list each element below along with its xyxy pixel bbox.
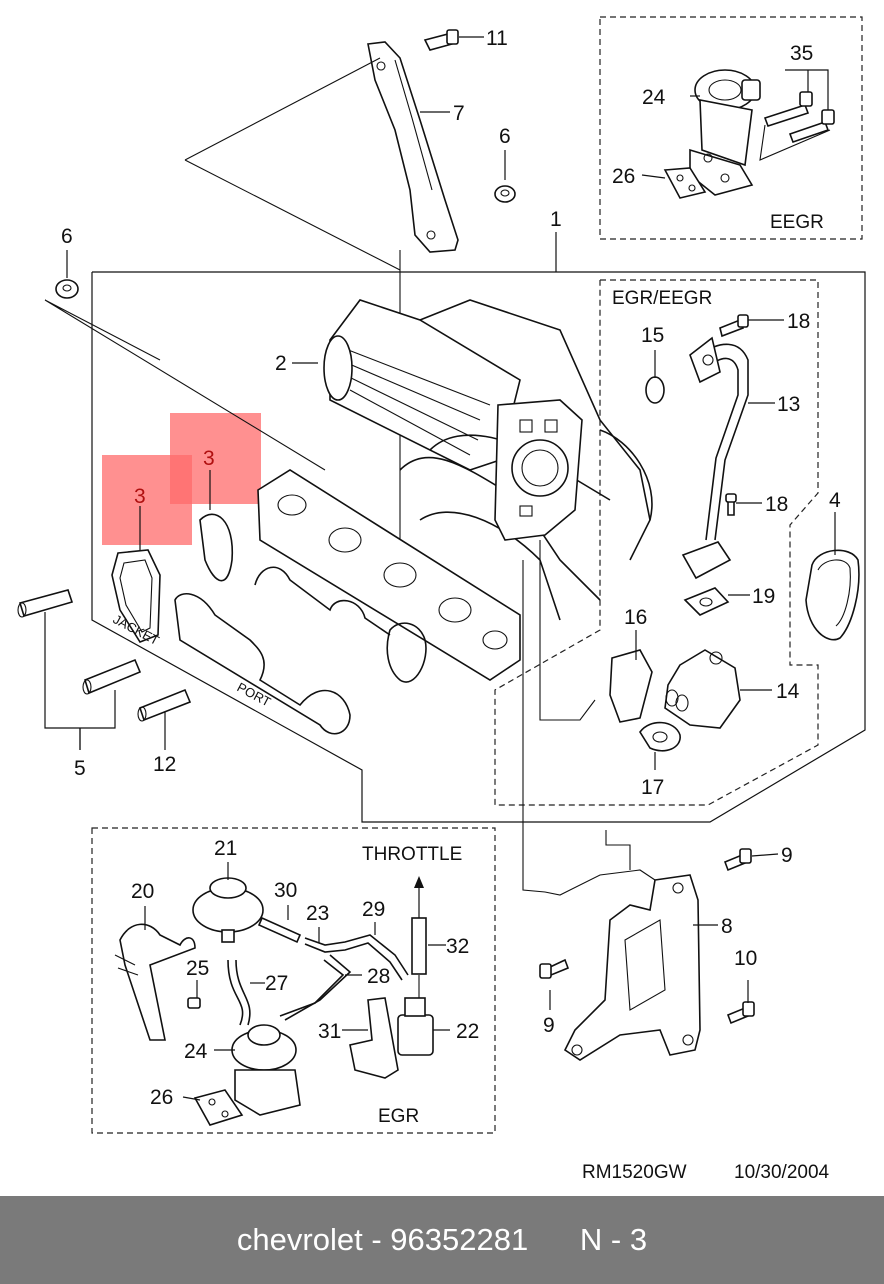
callout-9-upper: 9	[781, 844, 793, 867]
callout-24-upper: 24	[642, 86, 666, 109]
bracket-31	[349, 997, 399, 1079]
bolts-35	[763, 91, 835, 144]
callout-20: 20	[131, 880, 154, 903]
egr-bracket-20	[114, 923, 196, 1041]
callout-17: 17	[641, 776, 664, 799]
gasket-4	[805, 549, 860, 641]
callout-30: 30	[274, 879, 297, 902]
callout-15: 15	[641, 324, 664, 347]
pipe-32	[411, 876, 427, 975]
callout-14: 14	[776, 680, 800, 703]
callout-16: 16	[624, 606, 647, 629]
gasket-16	[609, 649, 653, 723]
callout-23: 23	[306, 902, 329, 925]
bolt-18-upper	[719, 314, 749, 338]
callout-2: 2	[275, 352, 287, 375]
egr-gasket-26-lower	[193, 1089, 244, 1126]
bolt-9-upper	[723, 848, 752, 872]
callout-19: 19	[752, 585, 775, 608]
callout-31: 31	[318, 1020, 341, 1043]
stud-5-lower	[82, 658, 142, 695]
callout-28: 28	[367, 965, 390, 988]
throttle-label: THROTTLE	[362, 844, 462, 865]
egr-eegr-box	[494, 279, 819, 806]
callout-24-lower: 24	[184, 1040, 208, 1063]
intake-manifold	[257, 299, 653, 681]
callout-9-lower: 9	[543, 1014, 555, 1037]
callout-35: 35	[790, 42, 813, 65]
callout-26-lower: 26	[150, 1086, 173, 1109]
jacket-gasket	[111, 549, 161, 643]
callout-18-lower: 18	[765, 493, 788, 516]
eegr-box	[599, 16, 863, 240]
callout-32: 32	[446, 935, 469, 958]
bracket-8	[563, 874, 701, 1061]
callout-6-upper: 6	[499, 125, 511, 148]
callout-6-left: 6	[61, 225, 73, 248]
highlight-port-gasket	[170, 413, 261, 504]
callout-5: 5	[74, 757, 86, 780]
footer-spacer	[528, 1222, 580, 1258]
callout-29: 29	[362, 898, 385, 921]
bolt-11	[423, 29, 459, 51]
doc-reference: RM1520GW	[582, 1162, 687, 1183]
nut-6-left	[55, 279, 79, 299]
callout-8: 8	[721, 915, 733, 938]
callout-4: 4	[829, 489, 841, 512]
eegr-gasket-26	[663, 167, 707, 199]
callout-21: 21	[214, 837, 237, 860]
egr-vacuum-21	[192, 877, 264, 943]
hose-30	[257, 916, 302, 944]
callout-11: 11	[486, 27, 508, 50]
doc-date: 10/30/2004	[734, 1162, 830, 1183]
egr-box-title: EGR	[378, 1106, 419, 1127]
egr-pipe-13	[681, 336, 749, 580]
callout-3-port: 3	[203, 447, 215, 470]
bolt-9-lower	[539, 958, 570, 979]
bolt-18-lower	[725, 493, 737, 516]
stud-12	[137, 688, 192, 722]
callout-3-jacket: 3	[134, 485, 146, 508]
callout-25: 25	[186, 957, 209, 980]
egr-adapter-14	[664, 649, 741, 729]
bolt-25	[187, 997, 201, 1009]
egr-eegr-box-title: EGR/EEGR	[612, 288, 712, 309]
eegr-valve-24	[694, 69, 761, 167]
egr-box	[91, 827, 496, 1134]
egr-valve-24-lower	[231, 1024, 301, 1116]
gasket-19	[683, 587, 730, 616]
footer-bar: chevrolet - 96352281 N - 3	[0, 1196, 884, 1284]
bolt-10	[726, 1001, 755, 1025]
gasket-15	[645, 376, 665, 404]
port-gasket	[174, 513, 427, 735]
callout-13: 13	[777, 393, 800, 416]
footer-page-ref: N - 3	[579, 1222, 648, 1257]
assembly-outline	[91, 271, 866, 823]
footer-brand: chevrolet	[236, 1222, 363, 1257]
callout-27: 27	[265, 972, 288, 995]
footer-separator: -	[371, 1222, 382, 1257]
callout-1: 1	[550, 208, 562, 231]
hose-27	[227, 959, 251, 1026]
parts-diagram: 11 7 6 6 1 2 3 3 15 18 13 18 4 19 16 14 …	[17, 16, 866, 1183]
callout-7: 7	[453, 102, 465, 125]
callout-18-upper: 18	[787, 310, 810, 333]
hose-28	[279, 954, 352, 1021]
stud-5-upper	[17, 589, 74, 618]
gasket-17	[639, 721, 681, 752]
bracket-7	[367, 41, 459, 253]
solenoid-22	[397, 975, 434, 1056]
eegr-box-title: EEGR	[770, 212, 824, 233]
callout-22: 22	[456, 1020, 479, 1043]
callout-12: 12	[153, 753, 176, 776]
callout-10: 10	[734, 947, 757, 970]
footer-part-number: 96352281	[390, 1222, 529, 1257]
fitting-23	[304, 934, 409, 981]
callout-26-upper: 26	[612, 165, 635, 188]
nut-6-upper	[494, 185, 516, 203]
jacket-gasket-label: JACKET	[111, 611, 162, 648]
